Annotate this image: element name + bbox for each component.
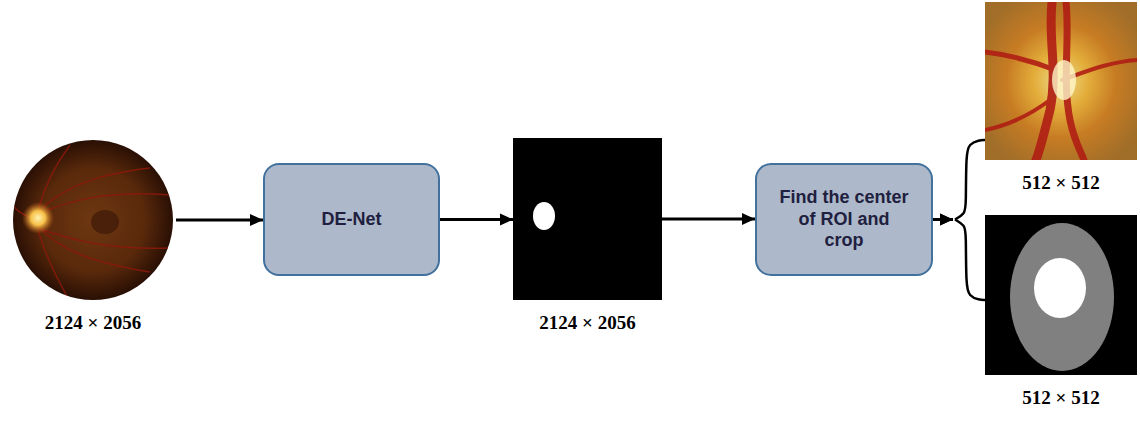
- cropped-disc-photo: [985, 2, 1137, 160]
- size-label: 512 × 512: [1022, 172, 1099, 195]
- size-label: 2124 × 2056: [539, 312, 635, 335]
- crop-image: 512 × 512: [985, 2, 1137, 160]
- process-box: DE-Net: [263, 163, 440, 276]
- box-label: Find the center of ROI and crop: [778, 187, 910, 252]
- fundus-photo: [10, 140, 173, 300]
- size-label: 2124 × 2056: [45, 312, 141, 335]
- process-box: Find the center of ROI and crop: [755, 163, 933, 276]
- arrow-line: [440, 218, 513, 221]
- mask-image: 2124 × 2056: [513, 138, 662, 300]
- size-label: 512 × 512: [1022, 387, 1099, 410]
- cropped-disc-cup-mask: [985, 215, 1137, 375]
- arrow-connector: [662, 219, 755, 220]
- box-label: DE-Net: [321, 209, 381, 231]
- arrow-connector: [933, 140, 985, 220]
- arrow-line: [662, 218, 755, 221]
- arrow-connector: [933, 220, 985, 301]
- brace-line: [955, 220, 985, 301]
- segmentation-mask: [513, 138, 662, 300]
- brace-line: [955, 140, 985, 220]
- arrow-connector: [440, 219, 513, 220]
- arrow-connector: [176, 220, 263, 221]
- crop-mask: 512 × 512: [985, 215, 1137, 375]
- arrow-line: [933, 218, 953, 221]
- arrow-line: [933, 218, 953, 221]
- arrow-line: [176, 219, 263, 222]
- fundus-image: 2124 × 2056: [10, 140, 176, 300]
